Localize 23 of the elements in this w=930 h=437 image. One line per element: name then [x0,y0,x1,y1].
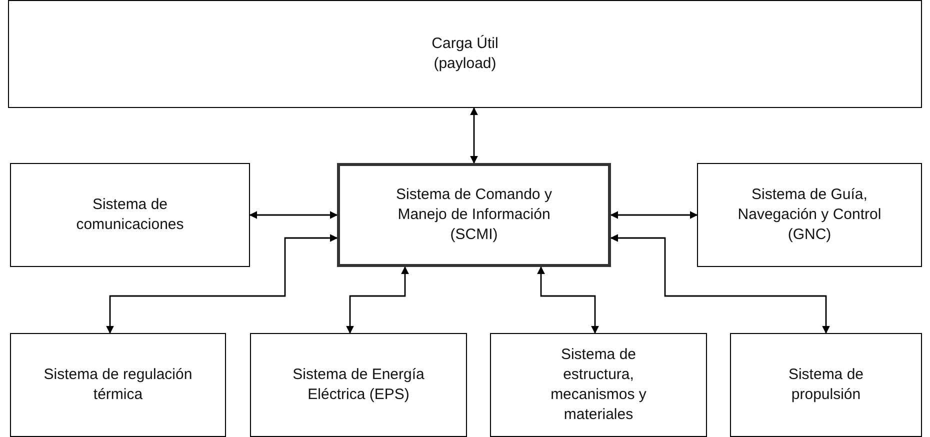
arrow [610,234,830,334]
process-box [490,333,707,437]
box-label: Sistema de estructura, mecanismos y materiales [550,345,648,425]
arrow [249,211,338,219]
box-label: Sistema de regulación térmica [43,365,193,405]
arrow [470,107,478,164]
process-box [337,163,611,267]
process-box [10,163,250,267]
box-label: Carga Útil (payload) [430,34,500,74]
process-box [10,333,226,437]
arrow [346,266,409,334]
process-box [730,333,922,437]
box-label: Sistema de comunicaciones [75,195,185,235]
process-box [250,333,467,437]
box-label: Sistema de Guía, Navegación y Control (GNC) [736,185,882,245]
arrow [610,211,698,219]
arrow [106,234,338,334]
arrow [537,266,599,334]
process-box [8,0,922,108]
box-label: Sistema de Comando y Manejo de Información (SCMI) [395,185,553,245]
box-label: Sistema de propulsión [787,365,865,405]
process-box [697,163,922,267]
box-label: Sistema de Energía Eléctrica (EPS) [292,365,426,405]
